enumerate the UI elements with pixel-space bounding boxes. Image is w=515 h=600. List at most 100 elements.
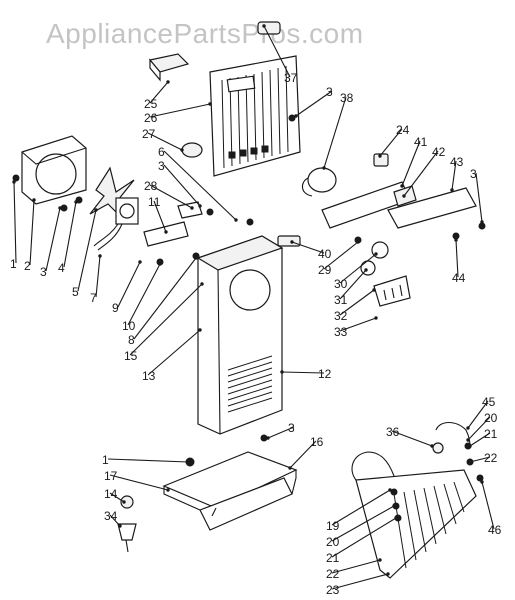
leader-tip-c28 [190, 206, 194, 210]
leader-tip-c13 [198, 328, 202, 332]
callout-number-c15: 15 [124, 349, 138, 363]
callout-number-c45: 45 [482, 395, 496, 409]
mounting-bracket-part [321, 181, 477, 229]
callout-number-c27: 27 [142, 127, 156, 141]
rotary-knob-part [181, 142, 203, 158]
leader-line-c10 [127, 263, 161, 326]
callout-number-c17: 17 [104, 469, 118, 483]
leader-tip-c33 [374, 316, 378, 320]
leader-tip-c22a [468, 460, 472, 464]
leader-line-c21a [469, 432, 491, 447]
leader-line-c41 [401, 140, 421, 187]
callout-number-c20a: 20 [484, 411, 498, 425]
leader-line-c43 [451, 160, 457, 191]
leader-tip-c21b [394, 516, 398, 520]
callout-number-c42: 42 [432, 145, 446, 159]
leader-line-c6 [163, 150, 237, 221]
watermark: AppliancePartsPros.com [46, 18, 364, 49]
callout-number-c22b: 22 [326, 567, 340, 581]
leader-lines [12, 24, 495, 590]
leader-line-c24 [379, 128, 403, 157]
leader-line-c29 [323, 241, 359, 270]
callout-number-c2: 2 [24, 259, 31, 273]
callout-number-c22a: 22 [484, 451, 498, 465]
callout-number-c33: 33 [334, 325, 348, 339]
leader-tip-c12 [280, 370, 284, 374]
leader-tip-c41 [400, 184, 404, 188]
callout-number-c21a: 21 [484, 427, 498, 441]
leader-line-c4 [63, 201, 77, 268]
leader-tip-c31 [364, 268, 368, 272]
leader-tip-c3c [294, 114, 298, 118]
leader-tip-c9 [138, 260, 142, 264]
callout-number-c5: 5 [72, 285, 79, 299]
leader-line-c38 [323, 96, 347, 169]
leader-line-c34 [109, 514, 121, 527]
leader-tip-c20a [466, 438, 470, 442]
leader-tip-c40 [290, 240, 294, 244]
fan-shroud-part [21, 135, 87, 205]
leader-tip-c16 [288, 466, 292, 470]
callout-number-c1a: 1 [10, 257, 17, 271]
leader-tip-c11 [164, 230, 168, 234]
leader-line-c20b [331, 505, 395, 542]
leader-tip-c8 [194, 256, 198, 260]
leader-line-c37 [263, 25, 291, 78]
callout-number-c44: 44 [452, 271, 466, 285]
callout-number-c3b: 3 [158, 159, 165, 173]
callout-number-c41: 41 [414, 135, 428, 149]
callout-number-c20b: 20 [326, 535, 340, 549]
leader-tip-c24 [378, 154, 382, 158]
leader-line-c22a [469, 456, 491, 463]
switch-part [277, 153, 389, 247]
callout-number-c38: 38 [340, 91, 354, 105]
callout-number-c19: 19 [326, 519, 340, 533]
leader-tip-c37 [262, 24, 266, 28]
callout-number-c25: 25 [144, 97, 158, 111]
callout-number-c24: 24 [396, 123, 410, 137]
leader-line-c3e [267, 426, 295, 439]
leader-tip-c44 [454, 238, 458, 242]
callout-number-c28: 28 [144, 179, 158, 193]
leader-tip-c30 [374, 252, 378, 256]
leader-tip-c6 [234, 218, 238, 222]
leader-tip-c36 [430, 444, 434, 448]
terminal-block-part [373, 275, 411, 307]
leader-tip-c1a [12, 180, 16, 184]
leader-line-c3b [163, 164, 201, 207]
foot-part [117, 434, 268, 553]
leader-tip-c20b [392, 504, 396, 508]
callout-number-c9: 9 [112, 301, 119, 315]
callout-number-c3e: 3 [288, 421, 295, 435]
control-panel-part [209, 55, 301, 177]
leader-line-c46 [481, 481, 495, 530]
leader-tip-c45 [466, 426, 470, 430]
leader-tip-c17 [166, 488, 170, 492]
leader-tip-c1b [186, 460, 190, 464]
callout-number-c1b: 1 [102, 453, 109, 467]
leader-tip-c22b [378, 558, 382, 562]
leader-tip-c29 [356, 240, 360, 244]
leader-tip-c3d [480, 220, 484, 224]
leader-tip-c7 [98, 254, 102, 258]
callout-number-c3c: 3 [326, 85, 333, 99]
switch-cover-part [257, 21, 281, 35]
callout-number-c4: 4 [58, 261, 65, 275]
base-tray-part [162, 451, 298, 531]
grille-part [355, 469, 477, 579]
fan-motor-part [93, 197, 139, 251]
leader-line-c17 [109, 474, 169, 491]
callout-number-c8: 8 [128, 333, 135, 347]
leader-line-c1b [107, 458, 189, 463]
leader-line-c23 [331, 573, 389, 590]
callout-number-c31: 31 [334, 293, 348, 307]
leader-tip-c3e [266, 436, 270, 440]
leader-line-c11 [153, 200, 167, 233]
leader-line-c33 [339, 317, 377, 332]
leader-tip-c2 [32, 198, 36, 202]
callout-number-c12: 12 [318, 367, 332, 381]
callout-number-c32: 32 [334, 309, 348, 323]
